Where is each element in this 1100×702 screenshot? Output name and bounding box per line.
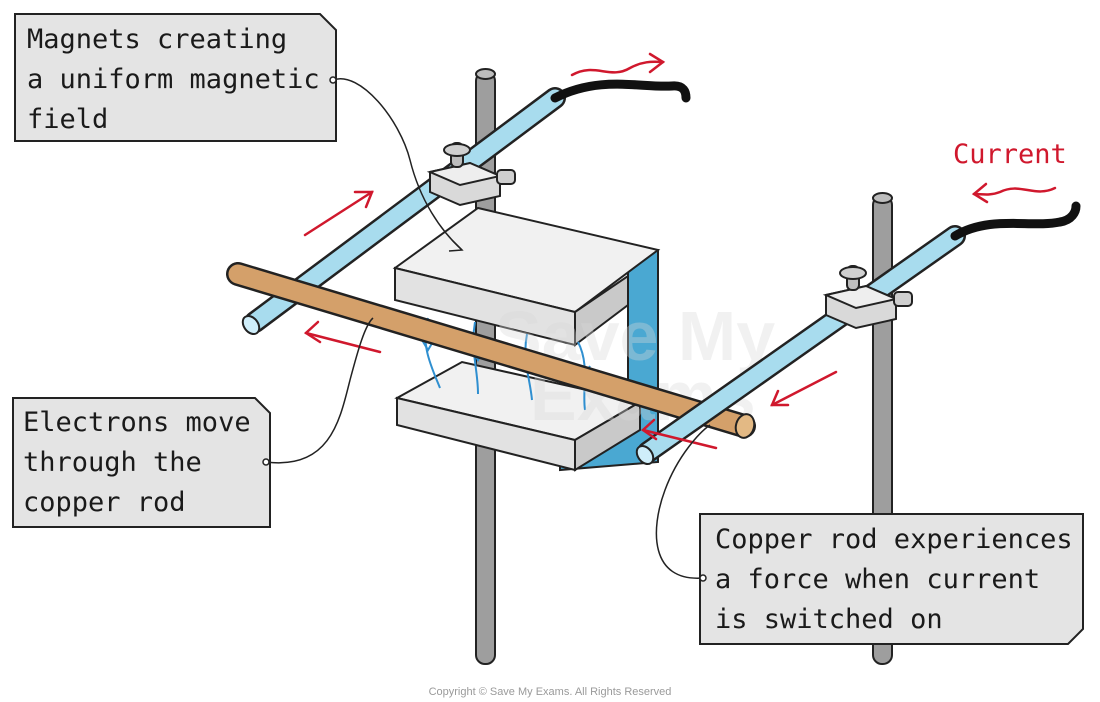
svg-text:is switched on: is switched on <box>715 604 943 635</box>
svg-text:through the: through the <box>23 447 202 478</box>
callout-magnets: Magnets creating a uniform magnetic fiel… <box>14 13 337 142</box>
arrow-right-rail <box>770 370 838 407</box>
arrow-top-wire <box>570 60 665 77</box>
svg-text:Magnets creating: Magnets creating <box>27 24 287 55</box>
leader-lines <box>265 77 711 579</box>
svg-text:a force when current: a force when current <box>715 564 1040 595</box>
copyright-text: Copyright © Save My Exams. All Rights Re… <box>429 686 672 698</box>
svg-text:Copper rod experiences: Copper rod experiences <box>715 524 1073 555</box>
svg-text:Electrons move: Electrons move <box>23 407 251 438</box>
callout-force: Copper rod experiences a force when curr… <box>699 513 1084 645</box>
arrow-left-rail <box>303 190 374 237</box>
right-wire <box>950 201 1081 241</box>
right-clamp <box>822 265 913 330</box>
arrow-rod-right <box>641 428 718 450</box>
left-wire <box>550 79 691 103</box>
magnet <box>392 206 661 472</box>
arrow-current <box>972 186 1057 196</box>
current-arrows <box>303 52 1057 450</box>
svg-text:copper rod: copper rod <box>23 487 186 518</box>
svg-text:field: field <box>27 104 108 135</box>
arrow-rod-left <box>304 331 382 354</box>
callout-electrons: Electrons move through the copper rod <box>12 397 271 528</box>
current-label: Current <box>953 139 1067 170</box>
copper-rod <box>226 262 756 439</box>
right-rail <box>635 225 966 466</box>
svg-text:a uniform magnetic: a uniform magnetic <box>27 64 320 95</box>
left-clamp <box>426 142 516 207</box>
